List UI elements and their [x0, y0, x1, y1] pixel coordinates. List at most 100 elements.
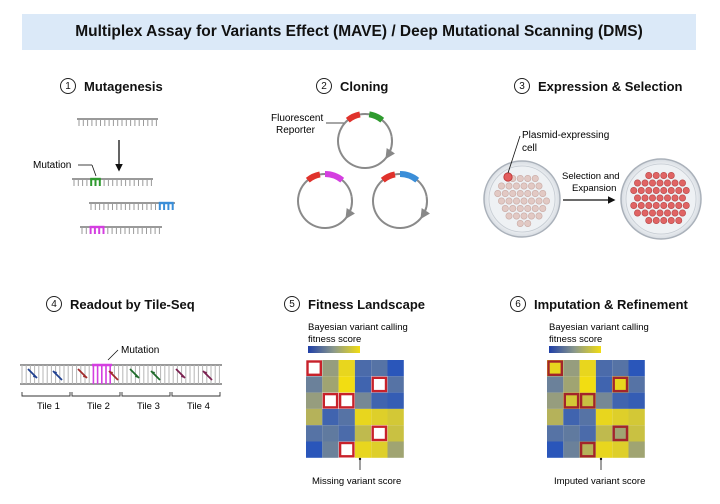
background-cell: [509, 205, 517, 212]
background-cell: [513, 182, 520, 190]
tileseq-dna: [20, 363, 222, 385]
expanded-cell: [660, 187, 668, 194]
imputation-cell: [563, 425, 580, 442]
step-6-heading: 6 Imputation & Refinement: [510, 296, 688, 312]
primer-arrowhead: [33, 374, 37, 378]
landscape-cell: [322, 360, 339, 377]
imputation-cell: [612, 425, 629, 442]
background-cell: [531, 175, 539, 182]
imputation-cell: [628, 376, 645, 393]
background-cell: [505, 182, 513, 190]
expanded-cell: [645, 172, 653, 179]
landscape-cell: [387, 425, 404, 442]
expanded-cell: [664, 209, 671, 217]
landscape-cell: [338, 408, 355, 426]
expanded-cell: [630, 202, 638, 209]
primer-arrowhead: [83, 374, 87, 378]
expanded-cell: [652, 217, 660, 224]
tile-4-bracket: [171, 392, 221, 397]
imputed-variant-box: [612, 425, 629, 442]
background-cell: [505, 197, 513, 205]
imputation-heatmap: [547, 360, 645, 458]
landscape-cell: [371, 376, 388, 393]
expanded-cell: [656, 209, 664, 217]
imputation-cell: [612, 408, 629, 426]
missing-variant-box: [371, 425, 388, 442]
imputation-cell: [547, 376, 564, 393]
dna-strand-mutant-green: [72, 177, 153, 186]
background-cell: [524, 205, 532, 212]
figure-title: Multiplex Assay for Variants Effect (MAV…: [75, 23, 643, 40]
landscape-cell: [354, 376, 372, 393]
landscape-heatmap: [306, 360, 404, 458]
step-6-title: Imputation & Refinement: [534, 296, 688, 312]
expanded-cell: [682, 187, 690, 194]
expanded-cell: [679, 194, 686, 202]
expanded-cell: [630, 187, 638, 194]
landscape-cell: [371, 441, 388, 458]
imputation-cell: [595, 425, 613, 442]
landscape-cell: [354, 408, 372, 426]
landscape-cell: [354, 441, 372, 458]
expanded-cell: [634, 179, 641, 187]
landscape-cell: [306, 425, 323, 442]
background-cell: [528, 212, 535, 220]
imputation-cell: [595, 360, 613, 377]
expanded-cell: [641, 179, 649, 187]
primer-arrowhead: [203, 371, 207, 375]
imputation-cell: [595, 376, 613, 393]
primer-arrowhead: [135, 374, 139, 378]
tile-2-bracket: [71, 392, 121, 397]
missing-variant-box: [338, 441, 355, 458]
mutation-label: Mutation: [33, 160, 71, 171]
landscape-cell: [338, 425, 355, 442]
expanded-cell: [656, 194, 664, 202]
step-3-heading: 3 Expression & Selection: [514, 78, 683, 94]
imputation-cell: [547, 408, 564, 426]
missing-variant-box: [338, 392, 355, 409]
background-cell: [535, 182, 543, 190]
plasmid-magenta-backbone: [297, 173, 353, 229]
imputation-cell: [628, 408, 645, 426]
landscape-cell: [306, 441, 323, 458]
expanded-cell: [660, 202, 668, 209]
selection-arrow-label-line1: Selection and: [562, 171, 620, 182]
plasmid-blue-backbone: [372, 173, 428, 229]
background-cell: [528, 197, 535, 205]
imputed-variant-box: [563, 392, 580, 409]
imputed-variant-label: Imputed variant score: [554, 476, 645, 487]
imputation-cell: [628, 360, 645, 377]
landscape-cell: [371, 425, 388, 442]
expanded-cell: [652, 172, 660, 179]
imputation-cell: [612, 392, 629, 409]
background-cell: [539, 190, 547, 197]
expanded-cell: [641, 194, 649, 202]
background-cell: [516, 175, 524, 182]
primer-arrowhead: [109, 371, 113, 375]
background-cell: [513, 197, 520, 205]
plasmid-green-variant-segment: [368, 111, 385, 123]
missing-variant-box: [322, 392, 339, 409]
landscape-cell: [338, 441, 355, 458]
expanded-cell: [667, 202, 675, 209]
dna-strand-mutant-blue: [89, 201, 175, 210]
tile-1-bracket: [21, 392, 71, 397]
landscape-cell: [322, 425, 339, 442]
step-3-number: 3: [514, 78, 530, 94]
dna-strand-mutant-magenta: [80, 225, 162, 234]
primer-arrowhead: [181, 374, 185, 378]
plasmid-expressing-cell: [503, 172, 513, 182]
imputed-variant-box: [612, 376, 629, 393]
landscape-cell: [322, 408, 339, 426]
expanded-cell: [649, 179, 656, 187]
cells-before: [494, 172, 550, 227]
imputation-cell: [547, 392, 564, 409]
tileseq-mutation-label: Mutation: [121, 345, 159, 356]
plasmid-green-reporter-segment: [345, 111, 361, 123]
expanded-cell: [660, 172, 668, 179]
title-banner: Multiplex Assay for Variants Effect (MAV…: [22, 14, 696, 50]
reporter-label-line1: Fluorescent: [271, 113, 323, 124]
imputation-cell: [612, 376, 629, 393]
tileseq-mutation-pointer: [107, 349, 119, 361]
